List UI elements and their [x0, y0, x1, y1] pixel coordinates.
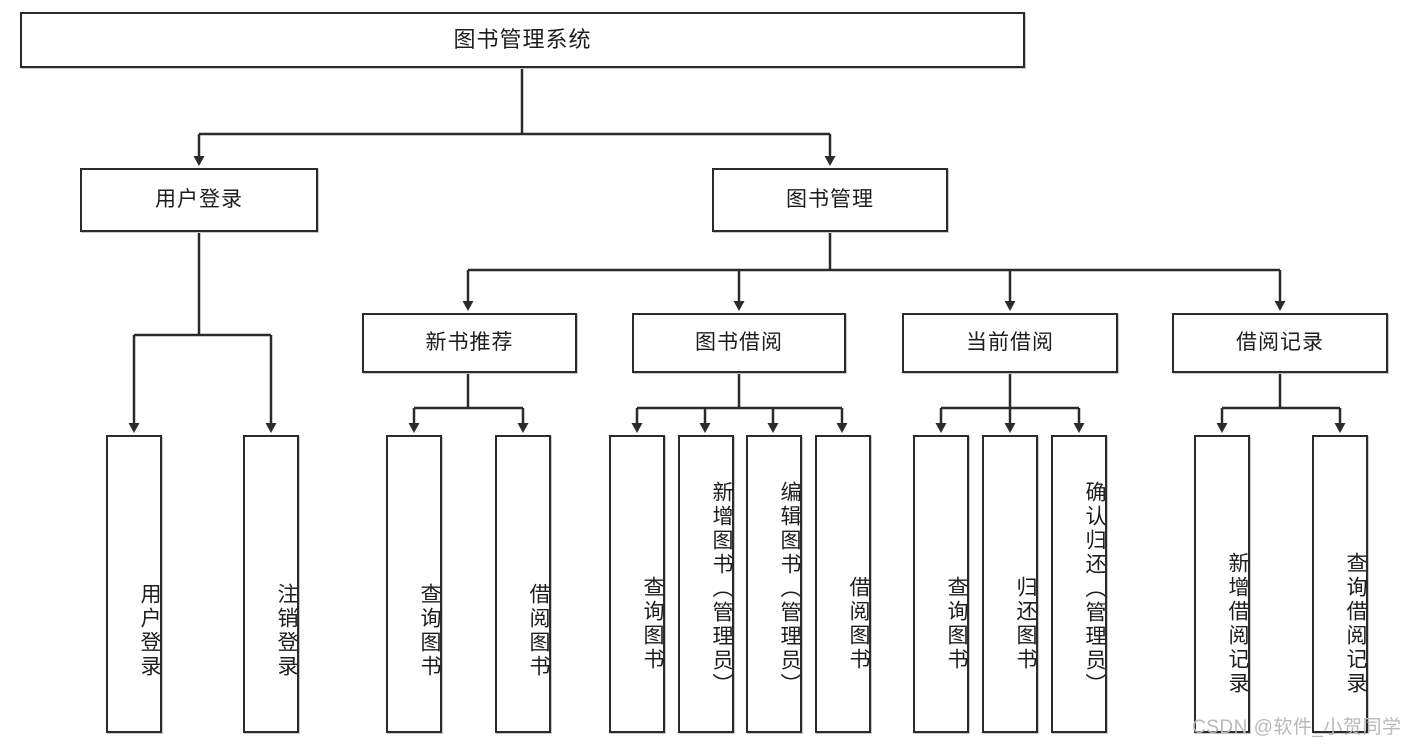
node-label: 新增借阅记录 — [1226, 551, 1249, 696]
node-leaf-query-book-1[interactable]: 查询图书 — [386, 435, 442, 733]
node-new-book-recommend[interactable]: 新书推荐 — [362, 313, 577, 373]
node-label: 图书管理系统 — [453, 26, 592, 52]
node-label: 图书管理 — [786, 188, 874, 212]
node-leaf-user-login[interactable]: 用户登录 — [106, 435, 162, 733]
node-leaf-query-record[interactable]: 查询借阅记录 — [1312, 435, 1368, 733]
node-label: 借阅记录 — [1236, 331, 1324, 355]
node-label: 借阅图书 — [847, 575, 870, 672]
node-label: 新增图书（管理员） — [710, 481, 733, 697]
node-label: 编辑图书（管理员） — [778, 481, 801, 697]
node-label: 查询借阅记录 — [1344, 551, 1367, 696]
node-label: 注销登录 — [275, 583, 298, 679]
node-label: 借阅图书 — [527, 583, 550, 679]
node-root-book-management-system[interactable]: 图书管理系统 — [20, 12, 1025, 68]
node-label: 图书借阅 — [695, 331, 783, 355]
node-label: 查询图书 — [945, 575, 968, 672]
node-book-management[interactable]: 图书管理 — [712, 168, 948, 232]
node-label: 用户登录 — [138, 583, 161, 679]
node-label: 查询图书 — [641, 575, 664, 672]
node-leaf-borrow-book-1[interactable]: 借阅图书 — [495, 435, 551, 733]
node-user-login[interactable]: 用户登录 — [80, 168, 318, 232]
node-leaf-confirm-return[interactable]: 确认归还（管理员） — [1051, 435, 1107, 733]
node-label: 用户登录 — [155, 188, 243, 212]
node-leaf-add-record[interactable]: 新增借阅记录 — [1194, 435, 1250, 733]
node-leaf-return-book[interactable]: 归还图书 — [982, 435, 1038, 733]
node-current-borrow[interactable]: 当前借阅 — [902, 313, 1118, 373]
node-label: 确认归还（管理员） — [1083, 481, 1106, 697]
node-borrow-record[interactable]: 借阅记录 — [1172, 313, 1388, 373]
node-label: 查询图书 — [418, 583, 441, 679]
node-leaf-add-book[interactable]: 新增图书（管理员） — [678, 435, 734, 733]
node-leaf-user-logout[interactable]: 注销登录 — [243, 435, 299, 733]
node-label: 新书推荐 — [425, 331, 514, 355]
node-label: 当前借阅 — [966, 331, 1054, 355]
node-label: 归还图书 — [1014, 575, 1037, 672]
node-leaf-query-book-2[interactable]: 查询图书 — [609, 435, 665, 733]
node-leaf-edit-book[interactable]: 编辑图书（管理员） — [746, 435, 802, 733]
node-leaf-query-book-3[interactable]: 查询图书 — [913, 435, 969, 733]
node-leaf-borrow-book-2[interactable]: 借阅图书 — [815, 435, 871, 733]
watermark: CSDN @软件_小贺同学 — [1192, 717, 1402, 738]
node-book-borrow[interactable]: 图书借阅 — [632, 313, 846, 373]
